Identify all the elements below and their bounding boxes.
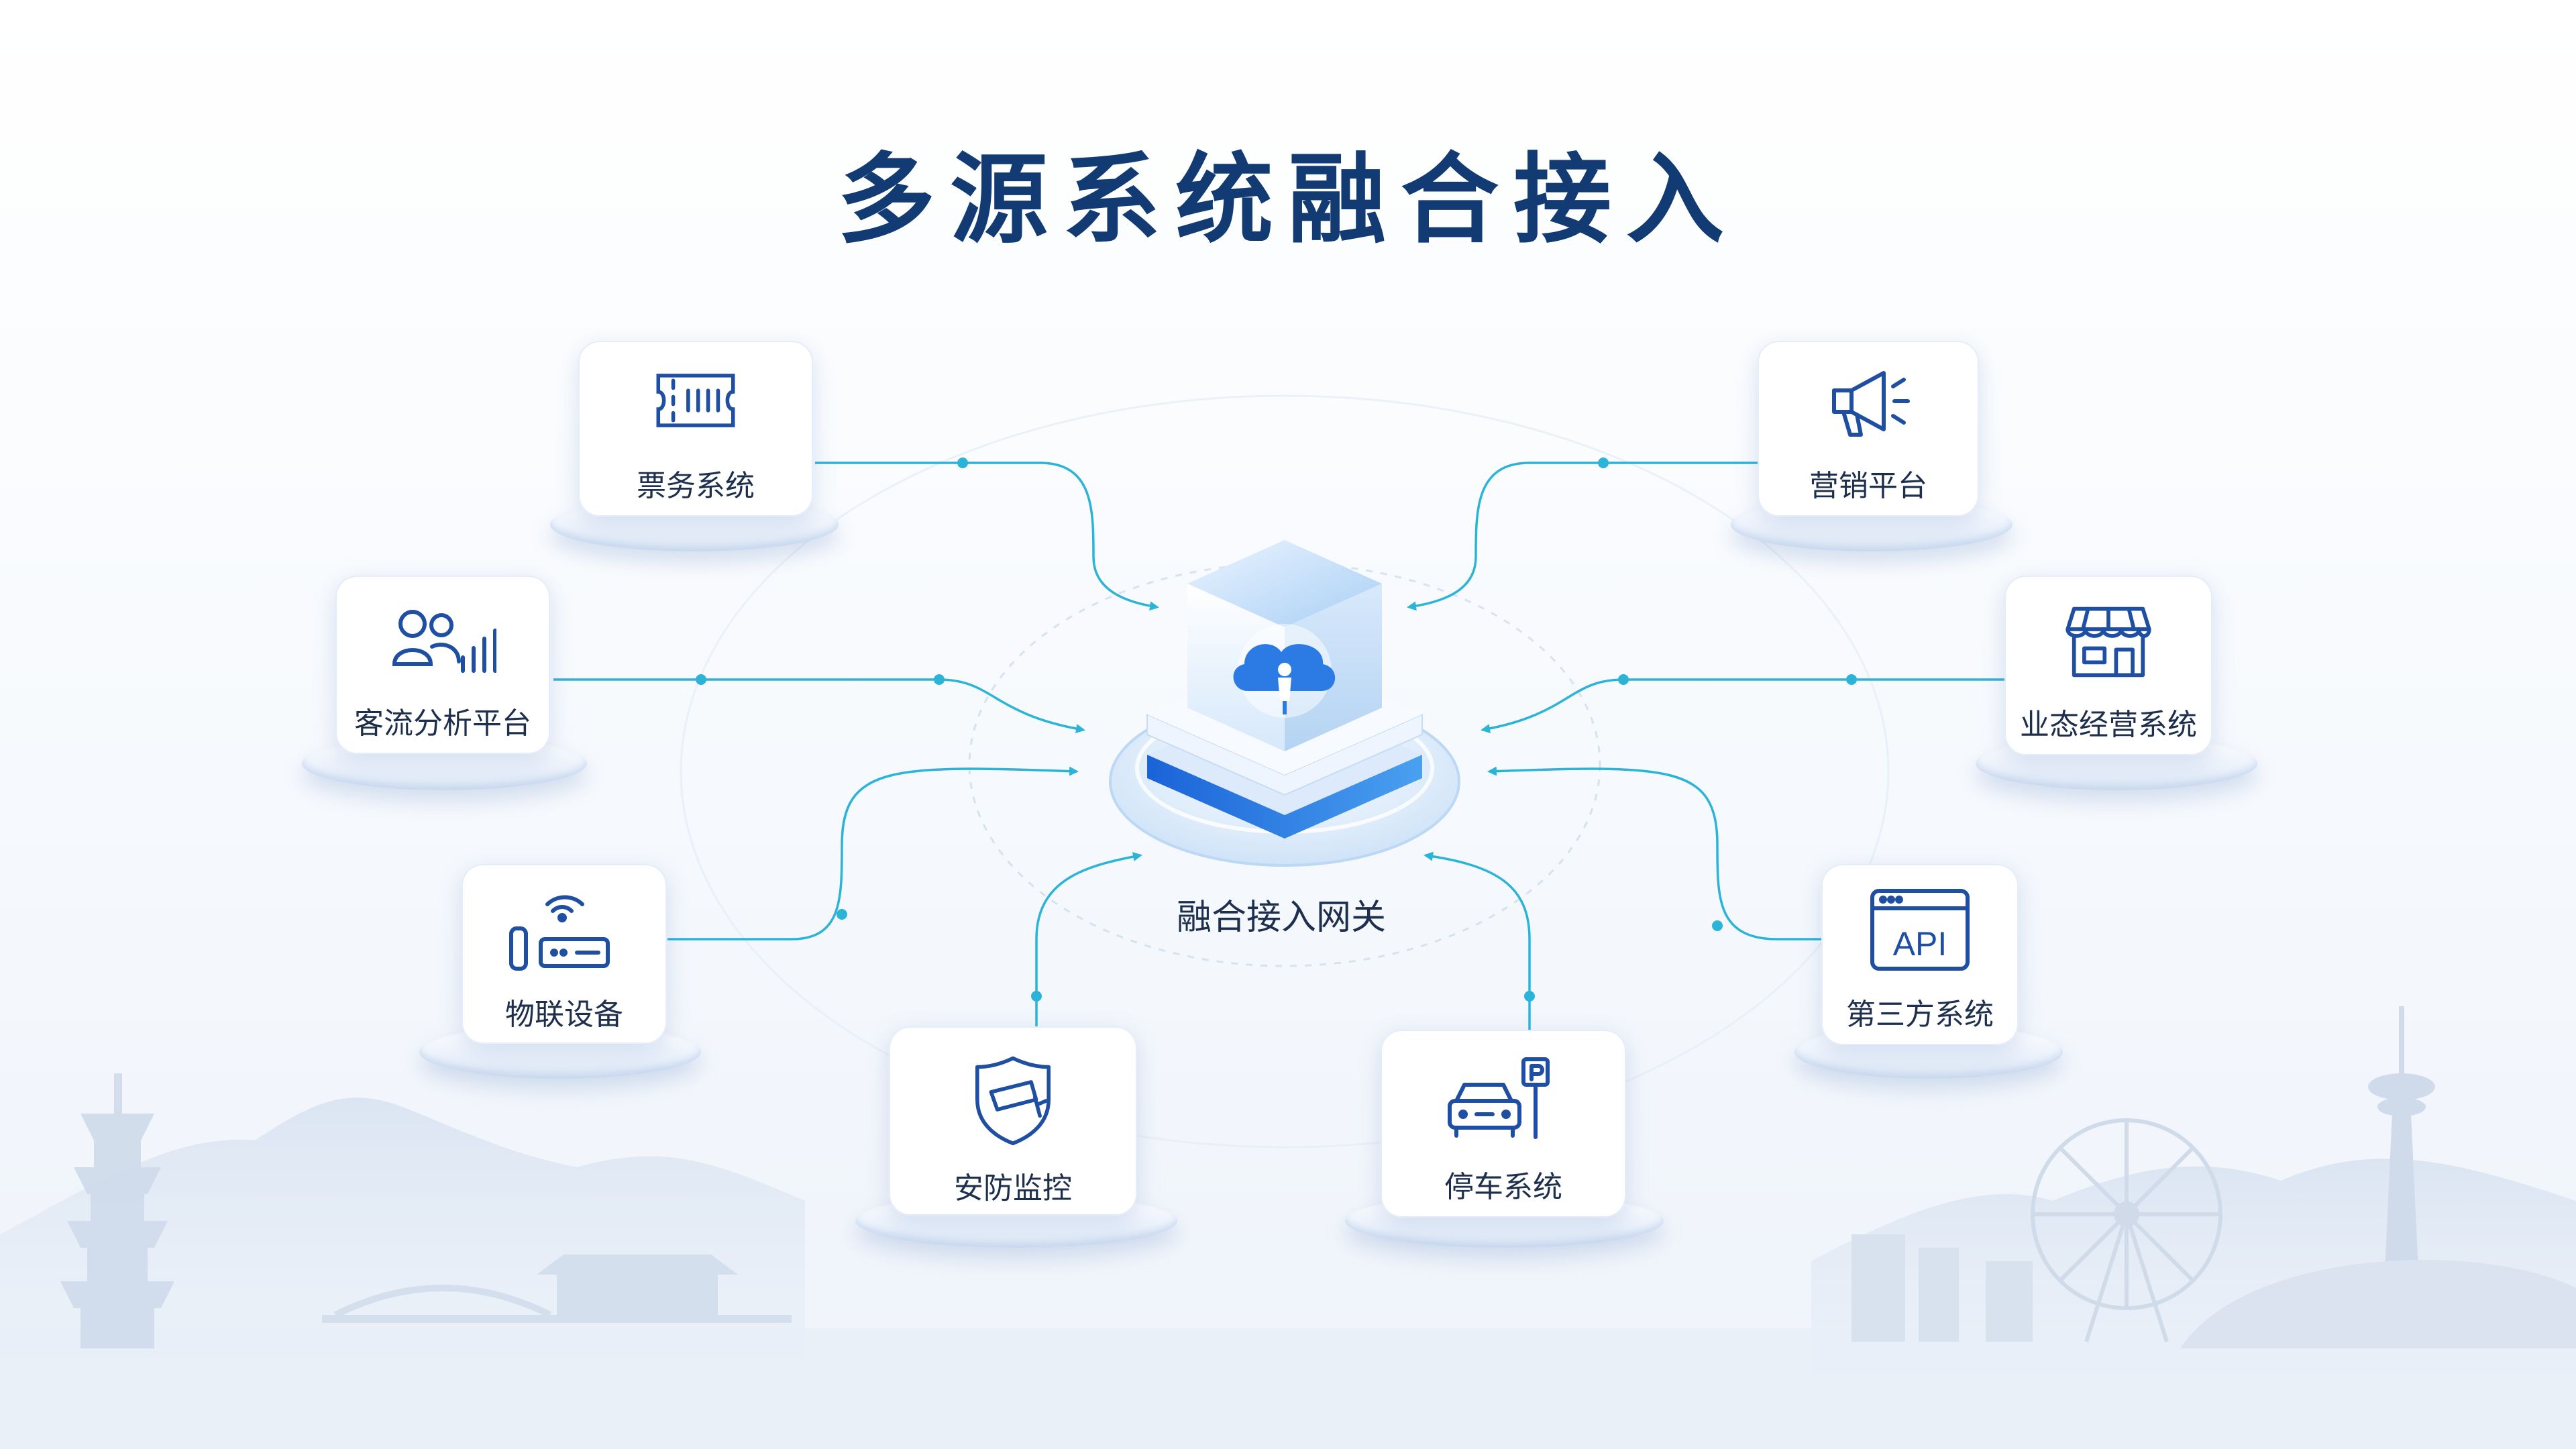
connector-iot: [667, 766, 1079, 941]
source-label: 客流分析平台: [354, 706, 531, 741]
connector-marketing: [1407, 462, 1758, 611]
source-card-iot[interactable]: 物联设备: [462, 864, 667, 1044]
connector-ticket: [815, 462, 1159, 611]
iot-router-icon: [509, 895, 610, 971]
source-card-marketing[interactable]: 营销平台: [1758, 341, 1979, 517]
megaphone-icon: [1832, 371, 1910, 437]
connector-security: [1035, 852, 1142, 1026]
storefront-icon: [2065, 606, 2151, 678]
pavilion-silhouette: [322, 1254, 792, 1323]
people-chart-icon: [392, 610, 496, 673]
gateway-label: 融合接入网关: [1176, 898, 1386, 938]
source-label: 票务系统: [637, 469, 755, 503]
api-icon-text: API: [1892, 925, 1947, 963]
source-card-business[interactable]: 业态经营系统: [2004, 576, 2212, 755]
stadium-silhouette: [2180, 1260, 2576, 1348]
source-card-security[interactable]: 安防监控: [889, 1026, 1137, 1216]
source-label: 第三方系统: [1846, 998, 1994, 1032]
api-window-icon: [1870, 889, 1970, 971]
gateway-hub-graphic: [1109, 540, 1460, 867]
source-card-ticket[interactable]: 票务系统: [578, 341, 813, 517]
source-label: 营销平台: [1809, 469, 1927, 503]
connector-api: [1487, 766, 1821, 941]
page-title: 多源系统融合接入: [837, 143, 1739, 257]
ticket-icon: [656, 374, 735, 427]
connector-parking: [1424, 851, 1531, 1030]
source-card-people-flow[interactable]: 客流分析平台: [335, 576, 550, 754]
connector-people-flow: [553, 678, 1085, 734]
connector-business: [1481, 678, 2006, 733]
source-label: 业态经营系统: [2020, 708, 2197, 742]
source-card-api[interactable]: API 第三方系统: [1821, 864, 2019, 1045]
source-label: 物联设备: [505, 998, 623, 1032]
ferris-wheel-silhouette: [2031, 1118, 2222, 1342]
city-buildings-silhouette: [1851, 1234, 2033, 1342]
car-parking-icon: [1448, 1057, 1550, 1139]
source-card-parking[interactable]: 停车系统: [1381, 1030, 1626, 1218]
shield-camera-icon: [975, 1056, 1051, 1146]
source-label: 停车系统: [1444, 1170, 1562, 1204]
source-label: 安防监控: [954, 1171, 1072, 1205]
pagoda-silhouette: [60, 1073, 174, 1348]
